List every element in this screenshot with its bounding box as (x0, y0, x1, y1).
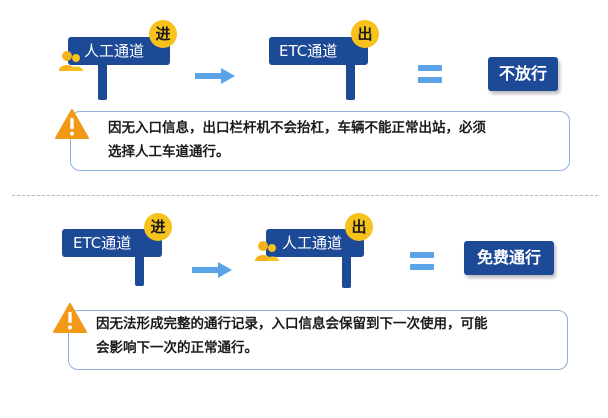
arrow-right-icon (192, 262, 232, 278)
exit-sign-label: 人工通道 (282, 234, 343, 252)
note-line-1: 因无入口信息，出口栏杆机不会抬杠，车辆不能正常出站，必须 (108, 120, 486, 136)
entry-badge: 进 (149, 20, 177, 48)
exit-sign-pole (342, 248, 351, 288)
note-line-1: 因无法形成完整的通行记录，入口信息会保留到下一次使用，可能 (96, 316, 488, 332)
exit-badge: 出 (351, 20, 379, 48)
note-box (68, 310, 568, 370)
note-line-2: 选择人工车道通行。 (108, 144, 230, 160)
arrow-right-icon (195, 68, 235, 84)
note-text: 因无入口信息，出口栏杆机不会抬杠，车辆不能正常出站，必须 选择人工车道通行。 (108, 116, 486, 164)
entry-sign-label: 人工通道 (84, 42, 145, 60)
result-badge: 免费通行 (464, 241, 554, 275)
note-text: 因无法形成完整的通行记录，入口信息会保留到下一次使用，可能 会影响下一次的正常通… (96, 312, 488, 360)
entry-sign-label: ETC通道 (73, 234, 132, 252)
exit-sign-label: ETC通道 (279, 42, 338, 60)
equals-icon (410, 250, 434, 272)
section-divider (12, 195, 598, 196)
warning-icon (55, 109, 89, 139)
entry-badge: 进 (144, 213, 172, 241)
result-badge: 不放行 (488, 57, 558, 91)
exit-sign: ETC通道 (269, 37, 368, 65)
person-icon (255, 241, 279, 261)
entry-sign-pole (135, 244, 144, 286)
person-icon (59, 51, 83, 71)
warning-icon (53, 303, 87, 333)
equals-icon (418, 63, 442, 85)
exit-badge: 出 (345, 213, 373, 241)
note-line-2: 会影响下一次的正常通行。 (96, 340, 258, 356)
note-box (70, 111, 570, 171)
entry-sign-pole (98, 58, 107, 100)
exit-sign-pole (346, 58, 355, 100)
